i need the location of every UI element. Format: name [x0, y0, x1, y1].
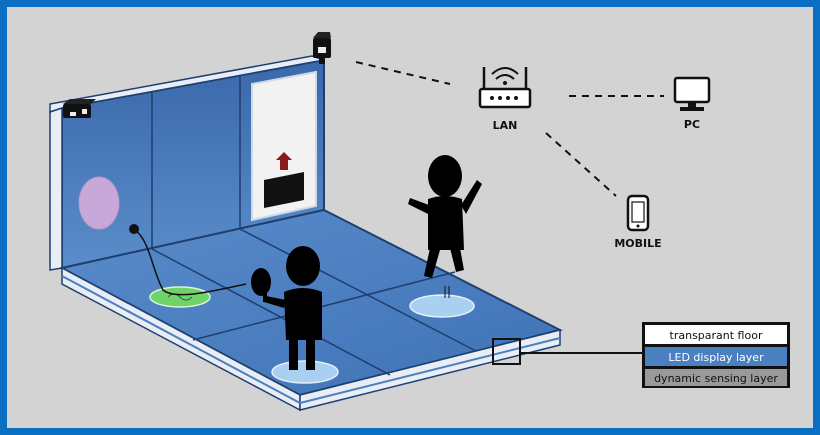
- layer-callout: [492, 338, 643, 365]
- person-jumping: [408, 155, 482, 278]
- floor-highlight-green: [149, 286, 211, 308]
- smartphone-icon: [626, 194, 650, 232]
- floor-ring-player: [271, 360, 339, 384]
- ball-trajectory: [129, 224, 247, 296]
- legend-led-display-layer: [645, 347, 787, 366]
- camera-icon: [63, 99, 96, 118]
- network-links: [355, 61, 664, 197]
- legend-label-transparent-floor: transparant floor: [670, 329, 763, 342]
- wall-target-circle: [78, 176, 120, 230]
- camera-icon: [313, 32, 331, 64]
- up-arrow-icon: [276, 152, 292, 170]
- floor-ring-jumper: [409, 286, 475, 318]
- diagram-canvas: LAN PC MOBILE transparant floor LED disp…: [49, 32, 790, 412]
- lan-label: LAN: [493, 119, 518, 132]
- layer-legend: transparant floor LED display layer dyna…: [642, 322, 790, 388]
- legend-dynamic-sensing-layer: [645, 369, 787, 386]
- legend-transparent-floor: [645, 325, 787, 344]
- mobile-label: MOBILE: [614, 237, 661, 250]
- person-with-paddle: [251, 246, 322, 370]
- legend-label-led-display-layer: LED display layer: [668, 351, 764, 364]
- legend-label-dynamic-sensing-layer: dynamic sensing layer: [654, 372, 778, 385]
- monitor-icon: [673, 76, 711, 111]
- pc-label: PC: [684, 118, 700, 131]
- router-icon: [478, 67, 532, 109]
- diagram-frame: LAN PC MOBILE transparant floor LED disp…: [7, 7, 813, 428]
- wall-display-panel: [251, 70, 317, 222]
